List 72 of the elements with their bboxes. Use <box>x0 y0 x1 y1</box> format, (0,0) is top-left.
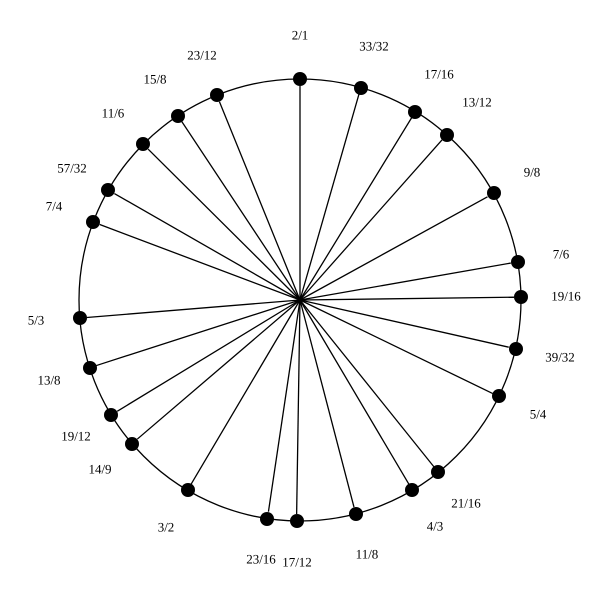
pitch-dot <box>354 80 368 95</box>
pitch-dot <box>508 342 523 356</box>
radius-line <box>299 117 412 300</box>
ratio-label: 57/32 <box>57 162 87 174</box>
radius-line <box>300 196 488 301</box>
radius-line <box>300 299 509 348</box>
pitch-dot <box>180 483 195 498</box>
radius-line <box>181 121 301 300</box>
ratio-label: 4/3 <box>426 520 444 532</box>
pitch-dot <box>101 183 116 198</box>
ratio-label: 23/16 <box>246 552 276 566</box>
ratio-label: 5/3 <box>28 314 44 326</box>
radius-line <box>296 300 301 514</box>
pitch-dot <box>440 128 454 142</box>
ratio-label: 23/12 <box>187 48 217 62</box>
pitch-dot <box>431 465 446 480</box>
radius-line <box>300 299 493 394</box>
radius-line <box>300 300 434 468</box>
pitch-dot <box>170 108 185 123</box>
ratio-label: 5/4 <box>530 408 546 420</box>
ratio-label: 14/9 <box>88 462 112 476</box>
pitch-dot <box>293 72 307 86</box>
pitch-dot <box>348 506 363 521</box>
ratio-label: 7/6 <box>552 248 570 260</box>
ratio-label: 13/12 <box>462 96 492 108</box>
radius-line <box>190 300 301 485</box>
radius-line <box>96 299 300 366</box>
radius-line <box>299 86 301 300</box>
pitch-dot <box>86 215 100 230</box>
ratio-label: 17/16 <box>424 68 454 80</box>
pitch-dot <box>408 104 422 119</box>
ratio-label: 15/8 <box>143 72 167 86</box>
ratio-label: 33/32 <box>359 40 389 52</box>
radius-line <box>299 300 355 508</box>
pitch-dot <box>136 137 150 152</box>
pitch-dot <box>514 290 528 304</box>
pitch-dot <box>125 436 140 451</box>
radius-line <box>148 148 300 300</box>
radius-line <box>299 300 410 485</box>
pitch-dot <box>405 483 420 498</box>
radius-line <box>136 300 300 440</box>
ratio-label: 19/16 <box>551 290 581 302</box>
ratio-label: 3/2 <box>158 520 174 534</box>
pitch-dot <box>82 360 97 375</box>
radius-line <box>299 94 360 300</box>
pitch-dot <box>260 512 274 526</box>
radius-line <box>100 224 300 301</box>
radius-line <box>116 299 300 412</box>
pitch-dot <box>210 88 224 102</box>
ratio-label: 39/32 <box>545 350 575 364</box>
radius-line <box>86 299 300 318</box>
radius-line <box>300 262 511 301</box>
pitch-dot <box>290 514 304 528</box>
ratio-label: 7/4 <box>46 200 62 212</box>
radius-line <box>218 102 301 300</box>
radius-line <box>268 300 301 512</box>
pitch-dot <box>510 254 525 269</box>
ratio-label: 9/8 <box>524 166 540 178</box>
radius-line <box>300 296 514 301</box>
pitch-dot <box>492 389 506 404</box>
ratio-label: 13/8 <box>37 374 61 386</box>
pitch-dot <box>104 408 118 422</box>
ratio-label: 11/8 <box>356 548 378 560</box>
ratio-label: 21/16 <box>451 496 481 510</box>
radius-line <box>300 139 442 300</box>
ratio-label: 2/1 <box>292 28 308 42</box>
radius-line <box>114 192 300 301</box>
pitch-dot <box>486 186 501 200</box>
pitch-dot <box>72 311 87 326</box>
ratio-label: 11/6 <box>102 106 124 120</box>
ratio-label: 17/12 <box>282 556 312 568</box>
ratio-label: 19/12 <box>61 430 91 442</box>
